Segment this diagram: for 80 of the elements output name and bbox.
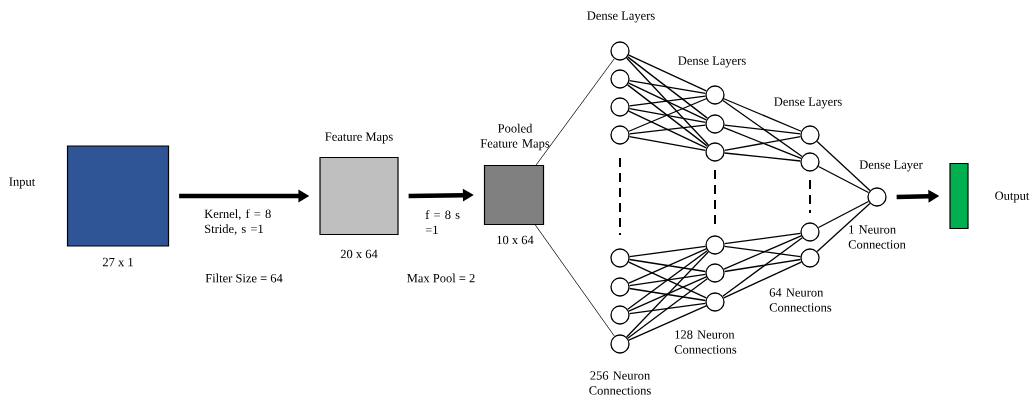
neuron-circle xyxy=(800,152,820,172)
edge-label: f = 8 s =1 xyxy=(425,210,460,234)
layer-label: Dense Layers xyxy=(774,97,842,109)
neuron-circle xyxy=(610,334,630,354)
connection-line xyxy=(628,110,707,149)
connection-line xyxy=(817,200,870,229)
connection-line xyxy=(723,126,802,160)
layer-label: Filter Size = 64 xyxy=(205,273,283,283)
connection-line xyxy=(628,258,707,273)
connection-line xyxy=(627,84,708,147)
layer-label: 256 Neuron Connections xyxy=(589,371,651,395)
neuron-circle xyxy=(705,292,725,312)
layer-label: Max Pool = 2 xyxy=(407,273,475,283)
connection-line xyxy=(628,261,707,299)
connection-line xyxy=(628,124,707,135)
node-heading: Feature Maps xyxy=(325,132,393,144)
neuron-circle xyxy=(800,125,820,145)
edge-label: Kernel, f = 8 Stride, s =1 xyxy=(204,209,271,235)
neuron-circle xyxy=(800,222,820,242)
connection-line xyxy=(627,278,708,339)
connection-line xyxy=(628,108,707,123)
node-heading: Pooled Feature Maps xyxy=(480,123,550,151)
connection-line xyxy=(722,99,803,158)
layer-label: 64 Neuron Connections xyxy=(769,288,832,312)
connection-line xyxy=(628,273,707,287)
connection-line xyxy=(722,237,803,297)
connection-line xyxy=(723,258,802,273)
neuron-circle xyxy=(610,125,630,145)
connection-line xyxy=(723,152,802,162)
connection-line xyxy=(628,79,707,95)
connection-line xyxy=(625,57,710,146)
connection-line xyxy=(628,54,707,92)
layer-label: 128 Neuron Connections xyxy=(674,330,737,354)
connection-line xyxy=(723,124,802,135)
connection-line xyxy=(628,305,707,341)
connection-line xyxy=(628,245,707,258)
layer-label: Dense Layers xyxy=(587,11,655,23)
neuron-circle xyxy=(610,69,630,89)
connection-line xyxy=(816,202,871,253)
connection-line xyxy=(723,232,802,245)
neuron-circle xyxy=(610,248,630,268)
layer-label: 1 Neuron Connection xyxy=(848,225,906,249)
connection-line xyxy=(723,235,802,270)
connection-line xyxy=(627,250,708,310)
connection-line xyxy=(535,224,615,337)
connection-line xyxy=(626,251,709,338)
connection-line xyxy=(628,98,707,132)
layer-label: Dense Layer xyxy=(859,160,923,172)
connection-line xyxy=(723,261,802,299)
connection-line xyxy=(723,136,802,151)
connection-line xyxy=(628,302,707,315)
neuron-circle xyxy=(705,235,725,255)
connection-line xyxy=(628,248,707,284)
neuron-circle xyxy=(800,248,820,268)
node-caption: 20 x 64 xyxy=(340,249,378,259)
connection-line xyxy=(628,287,707,302)
neuron-circle xyxy=(610,97,630,117)
connection-line xyxy=(627,56,708,119)
neuron-circle xyxy=(867,187,887,207)
neuron-circle xyxy=(705,114,725,134)
node-caption: Input xyxy=(9,177,36,189)
node-caption: 10 x 64 xyxy=(497,235,534,245)
neuron-circle xyxy=(610,41,630,61)
neuron-circle xyxy=(705,85,725,105)
connection-line xyxy=(628,276,707,312)
connection-line xyxy=(628,95,707,107)
connection-line xyxy=(817,165,870,194)
node-caption: 27 x 1 xyxy=(102,257,133,267)
neuron-circle xyxy=(705,142,725,162)
node-caption: Output xyxy=(995,191,1030,203)
neuron-circle xyxy=(610,277,630,297)
layer-label: Dense Layers xyxy=(678,56,746,68)
connection-line xyxy=(628,136,707,151)
connection-line xyxy=(723,245,802,258)
connection-line xyxy=(816,140,871,192)
neuron-circle xyxy=(705,263,725,283)
connection-line xyxy=(723,98,802,132)
neuron-circle xyxy=(610,305,630,325)
connection-line xyxy=(628,82,707,121)
connection-line xyxy=(535,58,615,166)
